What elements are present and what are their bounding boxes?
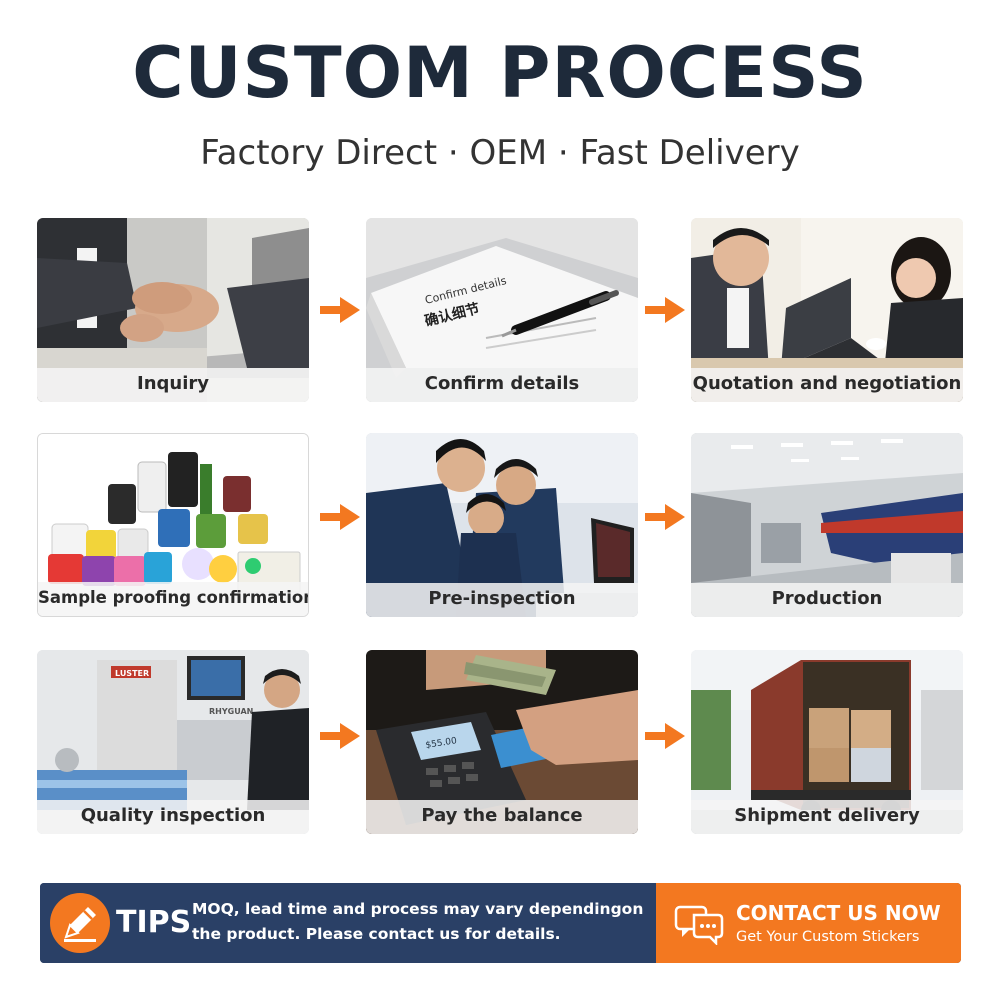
- terminal-display-text: $55.00: [425, 736, 458, 751]
- contact-title: CONTACT US NOW: [736, 901, 941, 925]
- contact-us-button[interactable]: CONTACT US NOW Get Your Custom Stickers: [656, 883, 961, 963]
- step-card-production: Production: [691, 433, 963, 617]
- step-card-pay-balance: $55.00 Pay the balance: [366, 650, 638, 834]
- arrow-right-icon: [645, 504, 685, 530]
- step-label: Sample proofing confirmation: [38, 582, 308, 616]
- tips-line-1: MOQ, lead time and process may vary depe…: [192, 900, 644, 918]
- arrow-right-icon: [320, 504, 360, 530]
- tips-badge: [50, 893, 110, 953]
- tips-contact-bar: TIPS MOQ, lead time and process may vary…: [40, 883, 961, 963]
- chat-bubbles-icon: [674, 905, 724, 945]
- step-card-quality-inspection: LUSTER RHYGUAN Quality inspection: [37, 650, 309, 834]
- tips-text: MOQ, lead time and process may vary depe…: [192, 897, 652, 947]
- step-card-pre-inspection: Pre-inspection: [366, 433, 638, 617]
- arrow-right-icon: [645, 297, 685, 323]
- page-title: CUSTOM PROCESS: [132, 32, 868, 114]
- step-card-sample-proofing: Sample proofing confirmation: [37, 433, 309, 617]
- step-card-confirm-details: Confirm details 确认细节 Confirm details: [366, 218, 638, 402]
- step-card-shipment: Shipment delivery: [691, 650, 963, 834]
- contact-subtitle: Get Your Custom Stickers: [736, 929, 920, 945]
- page-subtitle: Factory Direct · OEM · Fast Delivery: [200, 133, 800, 173]
- step-label: Production: [691, 583, 963, 617]
- step-label: Quotation and negotiation: [691, 368, 963, 402]
- shipping-container-photo: [691, 650, 963, 834]
- step-label: Shipment delivery: [691, 800, 963, 834]
- arrow-right-icon: [320, 297, 360, 323]
- step-card-inquiry: Inquiry: [37, 218, 309, 402]
- step-label: Quality inspection: [37, 800, 309, 834]
- arrow-right-icon: [645, 723, 685, 749]
- step-label: Confirm details: [366, 368, 638, 402]
- step-label: Inquiry: [37, 368, 309, 402]
- step-label: Pay the balance: [366, 800, 638, 834]
- pencil-icon: [64, 907, 96, 942]
- step-card-quotation: Quotation and negotiation: [691, 218, 963, 402]
- tips-line-2: the product. Please contact us for detai…: [192, 925, 561, 943]
- tips-panel: TIPS MOQ, lead time and process may vary…: [40, 883, 656, 963]
- machine-brand-text: RHYGUAN: [209, 707, 253, 716]
- tips-label: TIPS: [116, 905, 192, 940]
- arrow-right-icon: [320, 723, 360, 749]
- step-label: Pre-inspection: [366, 583, 638, 617]
- printer-brand-text: LUSTER: [115, 669, 149, 678]
